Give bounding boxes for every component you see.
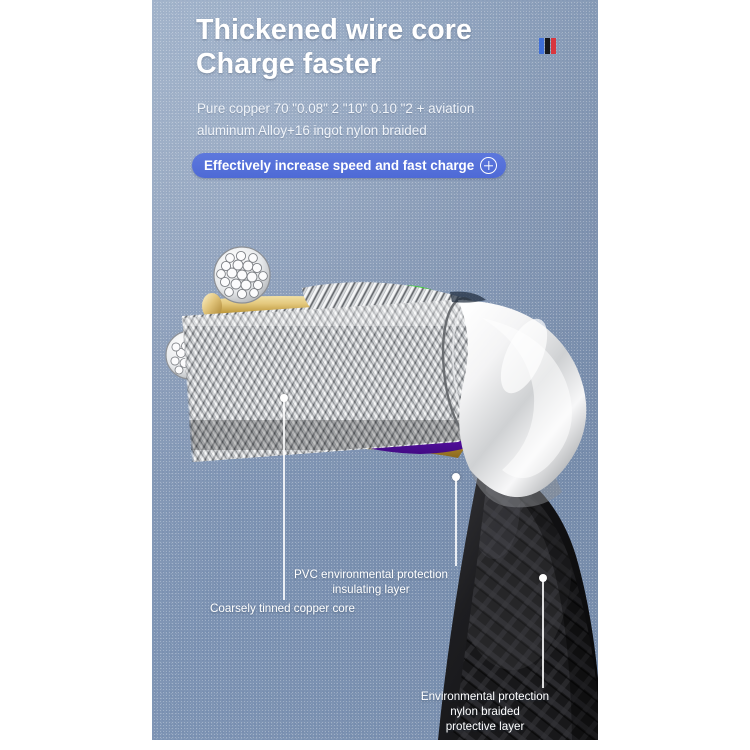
callout-label-line: nylon braided	[450, 705, 520, 718]
product-info-panel: Thickened wire core Charge faster Pure c…	[152, 0, 598, 740]
product-spec-text: Pure copper 70 "0.08" 2 "10" 0.10 "2 + a…	[197, 98, 557, 142]
callout-label-line: PVC environmental protection	[293, 568, 449, 581]
headline-line-2: Charge faster	[196, 48, 382, 80]
headline-line-1: Thickened wire core	[196, 14, 472, 46]
callout-line-nylon-braided-layer	[542, 578, 544, 688]
callout-line-copper-core	[283, 398, 285, 600]
callout-label-line: Environmental protection	[420, 690, 550, 703]
chrome-connector-housing	[458, 300, 587, 508]
flag-stripe-black	[545, 38, 550, 54]
cable-cutaway-illustration	[165, 246, 598, 740]
callout-label-line: insulating layer	[332, 583, 410, 596]
feature-badge-label: Effectively increase speed and fast char…	[204, 157, 475, 173]
callout-label-pvc-insulating-layer: PVC environmental protection insulating l…	[152, 567, 590, 597]
callout-label-line: protective layer	[445, 720, 525, 733]
spec-line-2: aluminum Alloy+16 ingot nylon braided	[197, 123, 427, 138]
connector-shadow-detail	[450, 291, 486, 303]
page-title: Thickened wire core Charge faster	[196, 13, 586, 81]
callout-label-line: Coarsely tinned copper core	[210, 602, 356, 615]
tricolor-flag-mark-icon	[539, 38, 559, 54]
plus-circle-icon	[480, 157, 498, 174]
callout-label-copper-core: Coarsely tinned copper core	[210, 601, 355, 616]
callout-line-pvc-insulating-layer	[455, 477, 457, 566]
flag-stripe-blue	[539, 38, 544, 54]
callout-label-nylon-braided-layer: Environmental protection nylon braided pro…	[152, 689, 598, 734]
flag-stripe-red	[551, 38, 556, 54]
spec-line-1: Pure copper 70 "0.08" 2 "10" 0.10 "2 + a…	[197, 101, 475, 116]
feature-badge[interactable]: Effectively increase speed and fast char…	[192, 153, 507, 178]
